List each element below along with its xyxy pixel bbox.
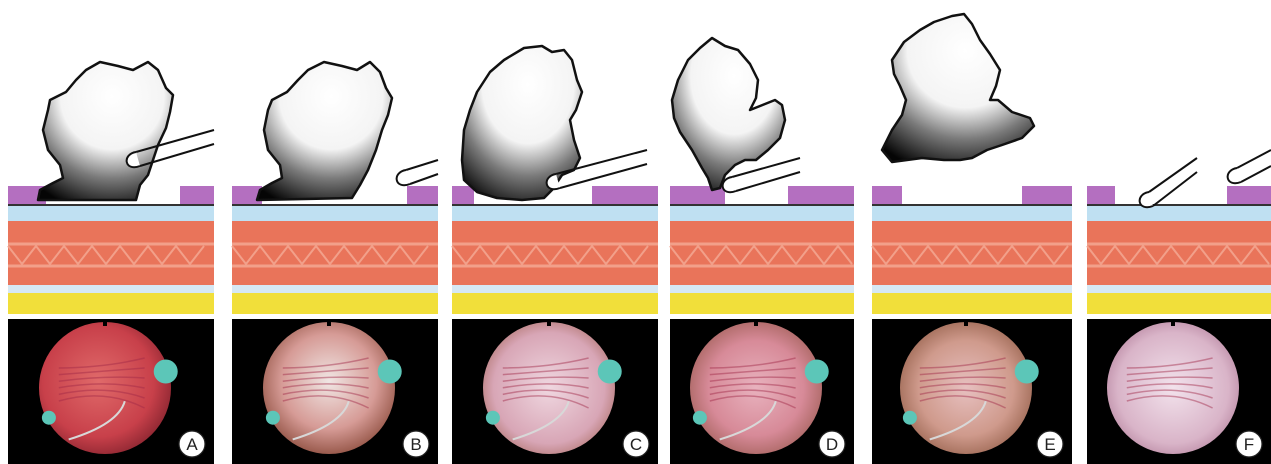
resectoscope-loop: [397, 160, 438, 185]
endoscopic-image: [1107, 322, 1239, 454]
mucosa-layer: [407, 186, 438, 205]
submucosa-layer: [670, 206, 854, 221]
tumor-shape: [257, 62, 392, 200]
fat-layer: [232, 293, 438, 314]
sheath-edge: [693, 411, 707, 425]
tissue-layers: [670, 186, 854, 314]
sheath-edge: [266, 411, 280, 425]
muscle-layer: [872, 221, 1072, 285]
endoscopic-image: [39, 322, 171, 454]
serosa-layer: [452, 285, 658, 293]
mucosa-layer: [592, 186, 658, 205]
tumor-shape: [462, 46, 582, 200]
scope-notch: [327, 321, 331, 326]
mucosa-layer: [872, 186, 902, 205]
endoscopic-view: F: [1087, 319, 1271, 464]
panel-label: C: [630, 435, 642, 454]
endoscopic-view: B: [232, 319, 438, 464]
serosa-layer: [670, 285, 854, 293]
mucosa-layer: [180, 186, 214, 205]
panel-label: E: [1044, 435, 1055, 454]
sheath-edge: [598, 360, 622, 384]
panel-c: C: [452, 46, 658, 464]
scope-notch: [547, 321, 551, 326]
sheath-edge: [154, 360, 178, 384]
fat-layer: [872, 293, 1072, 314]
panel-label: D: [826, 435, 838, 454]
endoscopic-view: C: [452, 319, 658, 464]
panel-label: A: [186, 435, 198, 454]
sheath-edge: [486, 411, 500, 425]
mucosa-layer: [788, 186, 854, 205]
panel-label: B: [410, 435, 421, 454]
scope-notch: [754, 321, 758, 326]
mucosa-layer: [452, 186, 474, 205]
muscle-layer: [452, 221, 658, 285]
sheath-edge: [805, 360, 829, 384]
tissue-layers: [8, 186, 214, 314]
panel-f: F: [1087, 150, 1271, 464]
serosa-layer: [872, 285, 1072, 293]
submucosa-layer: [8, 206, 214, 221]
submucosa-layer: [232, 206, 438, 221]
endoscopic-image: [263, 322, 395, 454]
serosa-layer: [1087, 285, 1271, 293]
panel-d: D: [670, 38, 854, 464]
endoscopic-view: D: [670, 319, 854, 464]
resectoscope-loop-secondary: [1228, 150, 1271, 183]
tissue-layers: [232, 186, 438, 314]
muscle-layer: [8, 221, 214, 285]
serosa-layer: [232, 285, 438, 293]
fat-layer: [8, 293, 214, 314]
tissue-layers: [1087, 186, 1271, 314]
submucosa-layer: [872, 206, 1072, 221]
tumor-shape: [882, 14, 1034, 162]
fat-layer: [1087, 293, 1271, 314]
panel-b: B: [232, 62, 438, 464]
panel-a: A: [8, 62, 214, 464]
mucosa-layer: [1227, 186, 1271, 205]
mucosa-layer: [1022, 186, 1072, 205]
sheath-edge: [903, 411, 917, 425]
tumor-shape: [38, 62, 173, 200]
endoscopic-image: [900, 322, 1032, 454]
panel-e: E: [872, 14, 1072, 464]
fat-layer: [452, 293, 658, 314]
muscle-layer: [232, 221, 438, 285]
muscle-layer: [670, 221, 854, 285]
endoscopic-image: [690, 322, 822, 454]
sheath-edge: [378, 360, 402, 384]
resectoscope-loop: [1140, 158, 1197, 207]
submucosa-layer: [1087, 206, 1271, 221]
fat-layer: [670, 293, 854, 314]
sheath-edge: [1015, 360, 1039, 384]
scope-notch: [1171, 321, 1175, 326]
serosa-layer: [8, 285, 214, 293]
endoscopic-view: E: [872, 319, 1072, 464]
muscle-layer: [1087, 221, 1271, 285]
scope-notch: [964, 321, 968, 326]
mucosa-layer: [1087, 186, 1115, 205]
submucosa-layer: [452, 206, 658, 221]
tissue-layers: [452, 186, 658, 314]
tissue-layers: [872, 186, 1072, 314]
sheath-edge: [42, 411, 56, 425]
endoscopic-view: A: [8, 319, 214, 464]
scope-notch: [103, 321, 107, 326]
endoscopic-image: [483, 322, 615, 454]
panel-label: F: [1244, 435, 1254, 454]
